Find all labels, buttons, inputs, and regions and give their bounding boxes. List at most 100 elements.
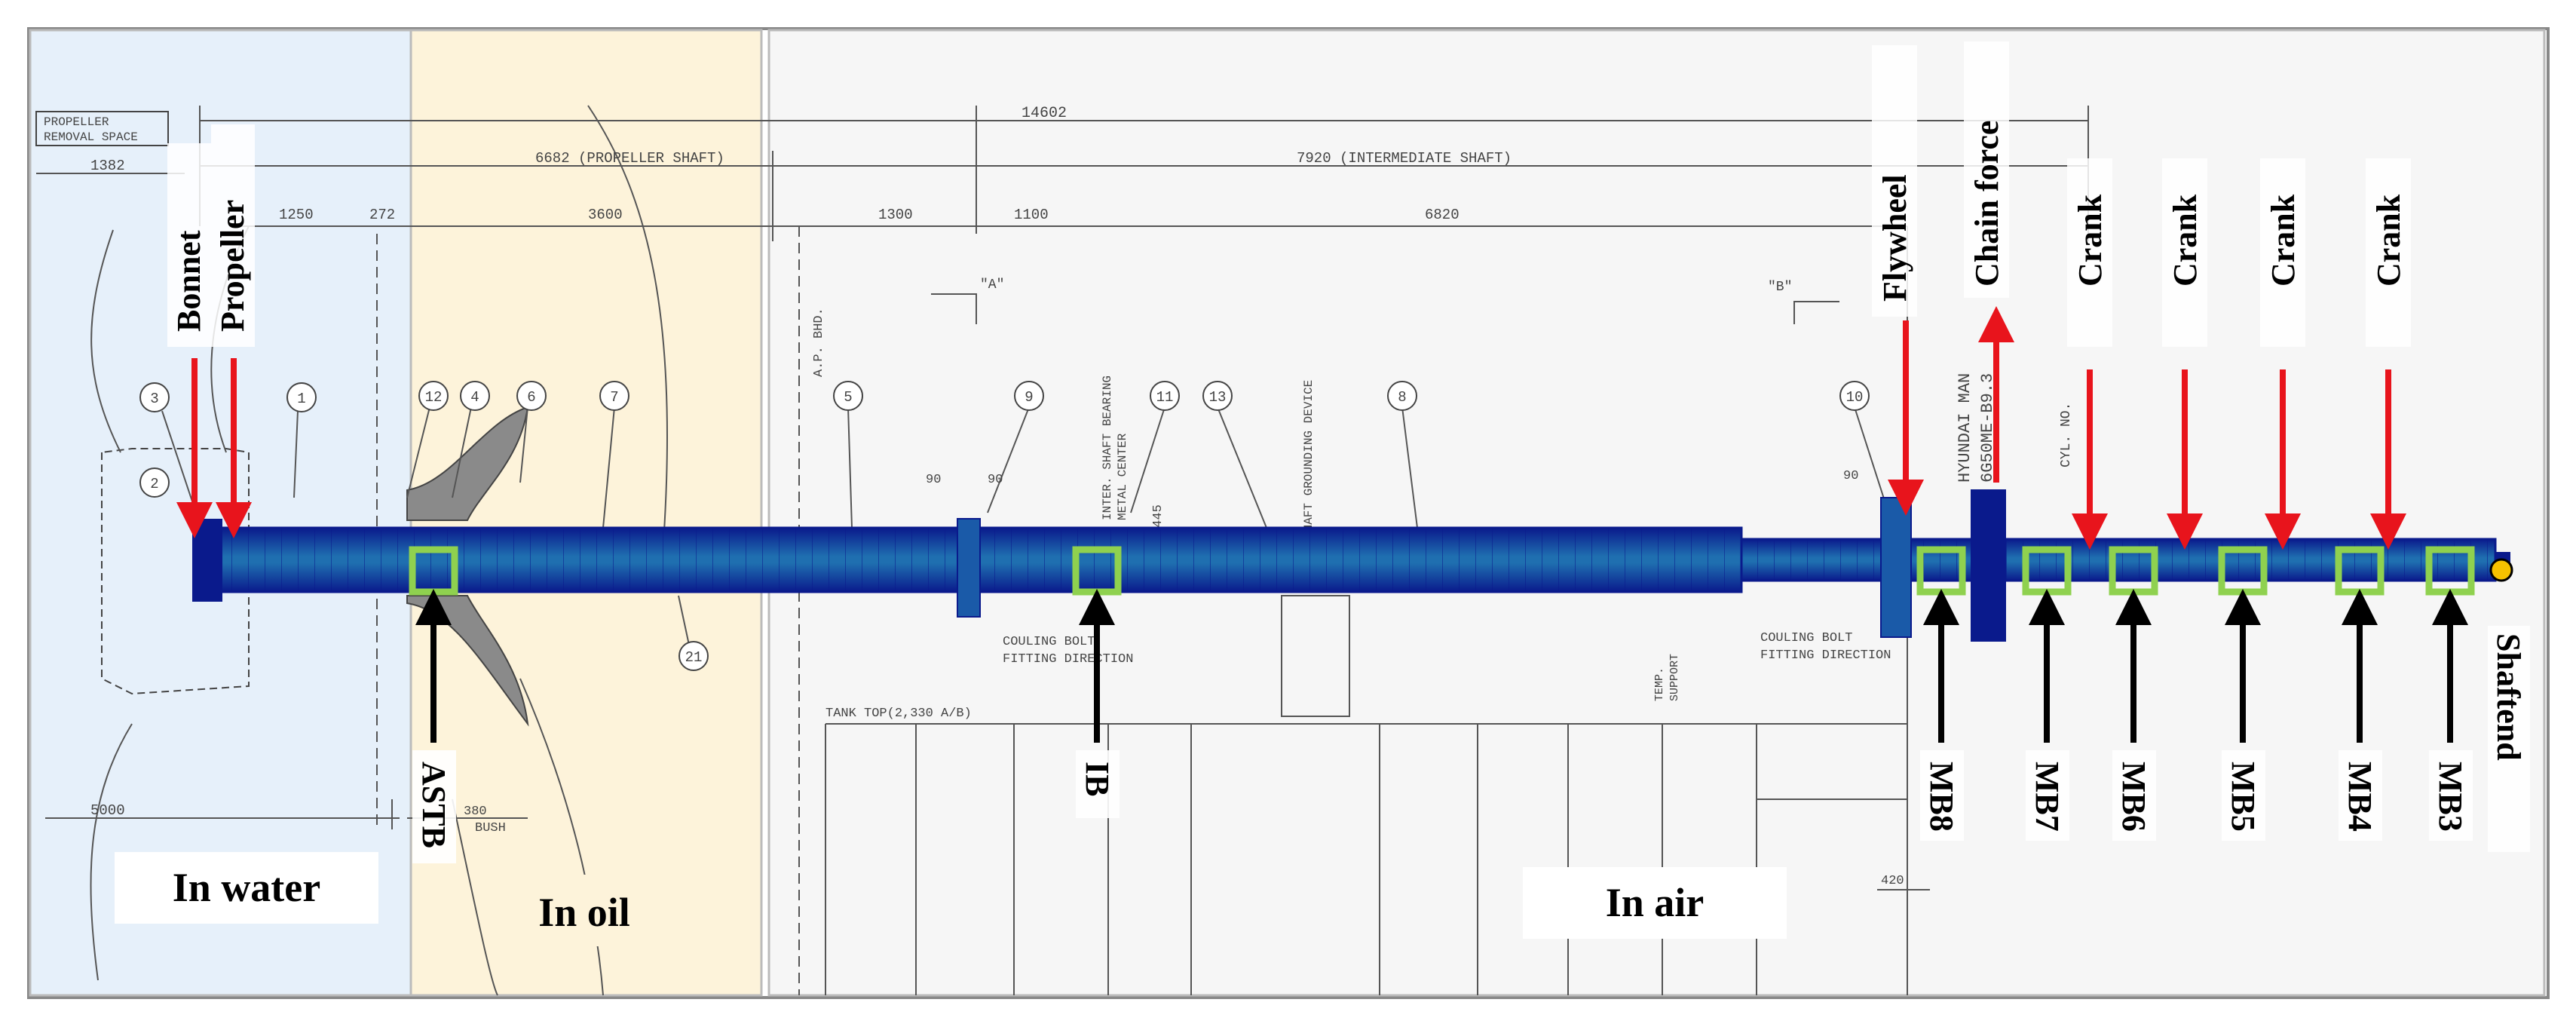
callout-number: 4	[470, 389, 479, 406]
bonnet-label-bg	[167, 143, 211, 347]
crankshaft-mesh	[1741, 539, 2495, 581]
callout-circle	[1202, 381, 1233, 411]
dim-90a: 90	[926, 473, 941, 487]
propeller-label: Propeller	[214, 200, 251, 332]
bearing-label-mb7: MB7	[2029, 762, 2066, 832]
bearing-label-mb4: MB4	[2342, 762, 2378, 832]
crank-label-4: Crank	[2370, 194, 2407, 287]
support-arrows	[415, 589, 2468, 743]
callout-circle	[1150, 381, 1180, 411]
dim-380: 380	[464, 805, 487, 819]
dim-1250: 1250	[279, 207, 314, 223]
bearing-label-bg	[2026, 750, 2069, 841]
propeller-label-bg	[211, 124, 255, 347]
dim-1382: 1382	[90, 158, 125, 174]
bearing-label-mb5: MB5	[2225, 762, 2262, 832]
bearing-label-mb3: MB3	[2432, 762, 2469, 832]
temp-support-line1: TEMP.	[1653, 667, 1666, 701]
dim-1100: 1100	[1014, 207, 1049, 223]
dim-3600: 3600	[588, 207, 623, 223]
chain-force-label-bg	[1964, 41, 2009, 298]
shaft-end-label: Shaftend	[2490, 633, 2527, 761]
callout-circle	[139, 382, 170, 412]
air-zone-label: In air	[1606, 880, 1705, 925]
callout-number: 9	[1025, 389, 1033, 406]
chain-force-label: Chain force	[1968, 121, 2005, 287]
bearing-label-bg	[1076, 750, 1120, 818]
callout-number: 5	[844, 389, 852, 406]
callout-circle	[1014, 381, 1044, 411]
propeller-hub	[192, 519, 222, 602]
shaft-end-label-bg	[2488, 626, 2530, 852]
drawing-text: PROPELLER REMOVAL SPACE 14602 6682 (PROP…	[35, 105, 2074, 888]
flywheel-label: Flywheel	[1876, 174, 1913, 302]
callout-circle	[286, 382, 317, 412]
callout-circle	[833, 381, 863, 411]
section-a-label: "A"	[980, 277, 1004, 293]
dim-propeller-shaft: 6682 (PROPELLER SHAFT)	[535, 150, 724, 167]
crank-label-bg	[2067, 158, 2112, 347]
crank-label-bg	[2366, 158, 2411, 347]
callout-number: 7	[610, 389, 618, 406]
water-zone-label: In water	[173, 865, 320, 910]
crank-label-1: Crank	[2072, 194, 2109, 287]
dim-272: 272	[369, 207, 395, 223]
callout-number: 11	[1156, 389, 1174, 406]
removal-space-line2: REMOVAL SPACE	[44, 130, 138, 144]
bearing-label-bg	[2112, 750, 2156, 841]
air-zone-label-bg	[1523, 867, 1787, 939]
coupling-flange-1	[957, 518, 981, 618]
callout-circle	[599, 381, 629, 411]
tank-top-label: TANK TOP(2,330 A/B)	[825, 707, 972, 721]
zone-labels: In water In oil In air	[115, 852, 1787, 946]
bearing-label-bg	[2222, 750, 2265, 841]
coupling-bolt-1-line2: FITTING DIRECTION	[1003, 652, 1133, 667]
ap-bhd-label: A.P. BHD.	[812, 308, 826, 377]
dim-6820: 6820	[1425, 207, 1460, 223]
callout-number: 3	[150, 391, 158, 407]
callout-number: 8	[1398, 389, 1406, 406]
chain-wheel	[1971, 489, 2006, 642]
bearing-label-astb: ASTB	[415, 762, 452, 848]
callout-number: 2	[150, 476, 158, 492]
callout-circle	[1387, 381, 1417, 411]
inter-bearing-line2: METAL CENTER	[1116, 433, 1129, 520]
crank-label-bg	[2260, 158, 2305, 347]
callout-circle	[139, 467, 170, 498]
oil-zone-label-bg	[498, 875, 671, 946]
callout-number: 13	[1209, 389, 1227, 406]
bearing-label-mb8: MB8	[1923, 762, 1960, 832]
dim-overall: 14602	[1022, 105, 1067, 122]
water-zone-label-bg	[115, 852, 378, 924]
bearing-label-bg	[412, 750, 456, 863]
grounding-label: SHAFT GROUNDING DEVICE	[1302, 380, 1316, 539]
dim-1300: 1300	[878, 207, 913, 223]
removal-space-line1: PROPELLER	[44, 115, 109, 129]
cyl-no-label: CYL. NO.	[2059, 403, 2074, 467]
crank-label-3: Crank	[2265, 194, 2302, 287]
load-arrows	[176, 306, 2406, 550]
temp-support-line2: SUPPORT	[1668, 654, 1681, 701]
coupling-bolt-2-line1: COULING BOLT	[1760, 631, 1852, 645]
callout-number: 10	[1846, 389, 1864, 406]
section-b-label: "B"	[1768, 280, 1792, 295]
callout-circle	[418, 381, 449, 411]
bearing-label-bg	[2429, 750, 2473, 841]
bonnet-label: Bonnet	[170, 230, 207, 332]
callout-number: 21	[685, 649, 703, 666]
oil-zone-label: In oil	[538, 890, 630, 935]
bearing-label-bg	[1920, 750, 1964, 841]
flywheel-disc	[1880, 497, 1912, 638]
dim-5000: 5000	[90, 802, 125, 819]
bearing-label-mb6: MB6	[2115, 762, 2152, 832]
crank-label-bg	[2162, 158, 2207, 347]
callout-circle	[516, 381, 547, 411]
dim-90c: 90	[1843, 469, 1858, 483]
coupling-bolt-1-line1: COULING BOLT	[1003, 635, 1095, 649]
load-labels: Bonnet Propeller Flywheel Chain force	[167, 41, 2009, 347]
